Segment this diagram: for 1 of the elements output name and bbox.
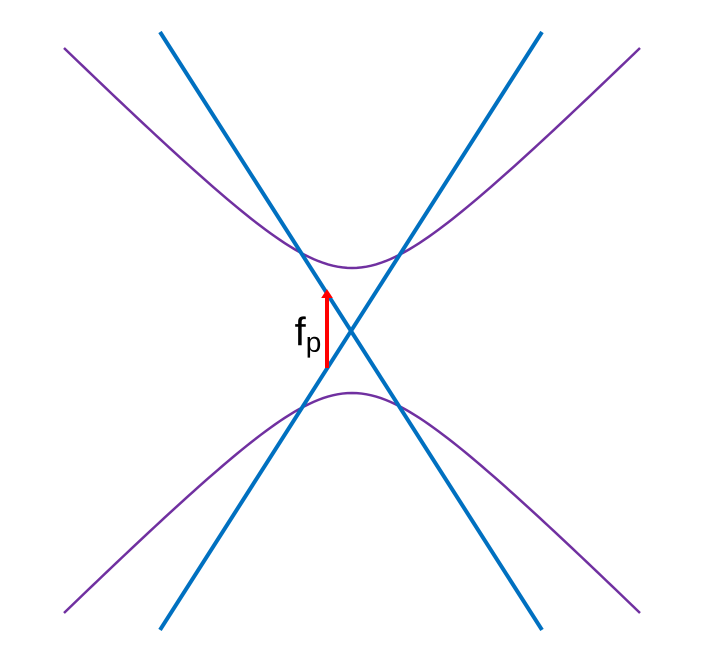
symbol-label: f$_{p}$ xyxy=(295,316,320,358)
